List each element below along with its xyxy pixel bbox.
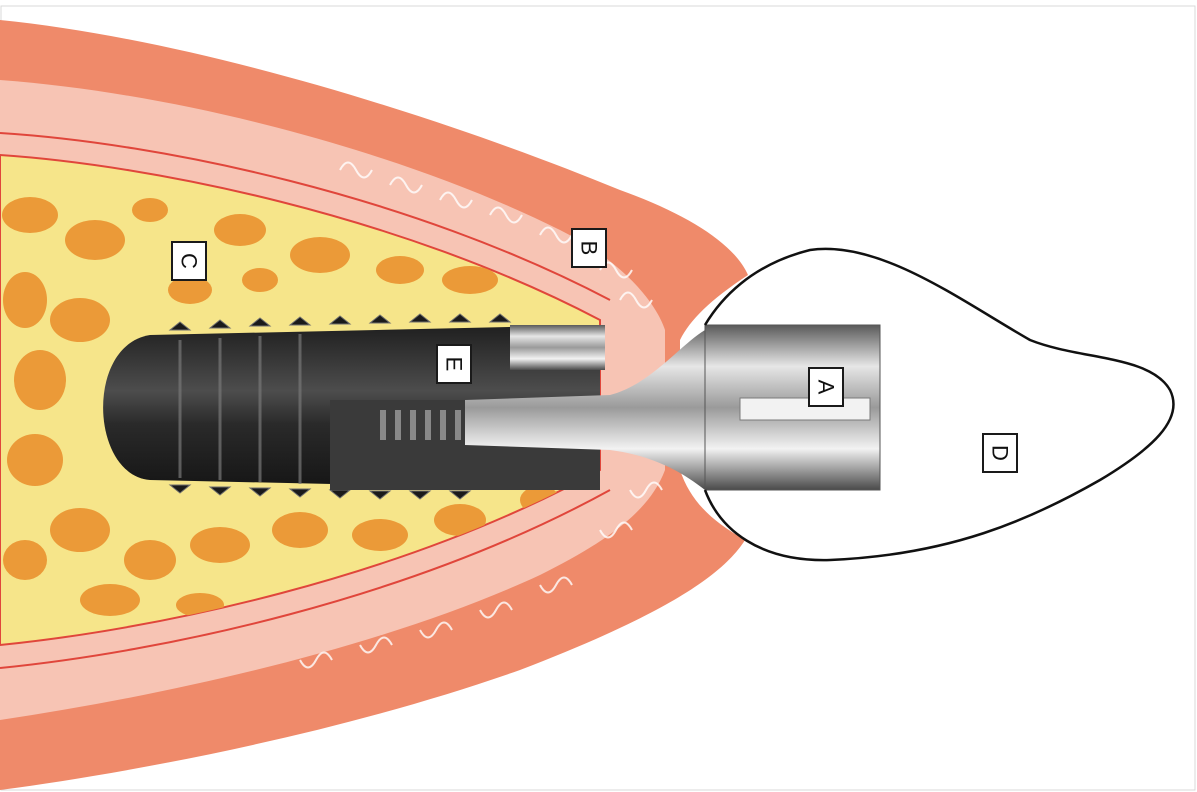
label-D: D	[983, 434, 1017, 472]
crown-outline	[705, 249, 1174, 560]
label-B: B	[572, 229, 606, 267]
label-E: E	[437, 345, 471, 383]
label-A: A	[809, 368, 843, 406]
svg-text:D: D	[988, 445, 1013, 461]
svg-text:E: E	[442, 357, 467, 372]
svg-text:A: A	[814, 380, 839, 395]
svg-text:C: C	[177, 253, 202, 269]
label-C: C	[172, 242, 206, 280]
svg-text:B: B	[577, 241, 602, 256]
